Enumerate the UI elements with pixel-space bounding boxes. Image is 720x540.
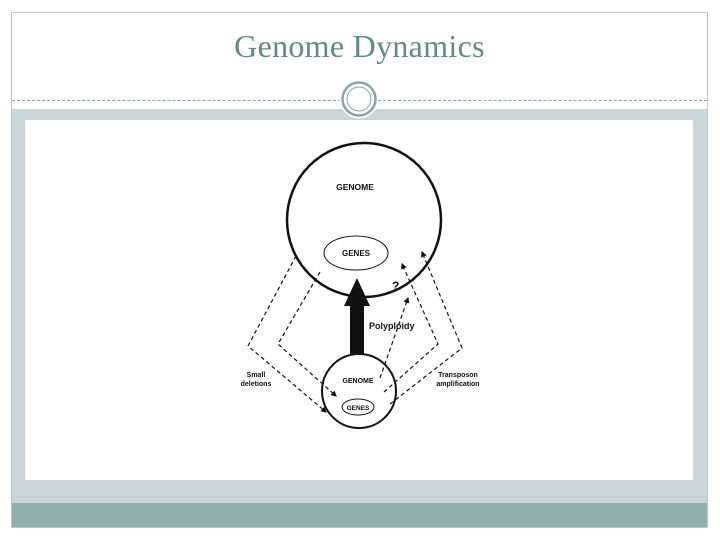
large-genome-circle [285,141,443,299]
large-genes-label: GENES [342,249,371,258]
small-genome-label: GENOME [342,378,373,385]
transposon-label-line1: Transposon [438,372,478,379]
transposon-amplification-paths [379,250,463,405]
polyploidy-arrow-head [344,278,370,306]
small-deletions-paths [247,255,337,413]
slide-title: Genome Dynamics [234,28,485,64]
small-genome-circle [321,353,397,429]
footer-band [12,503,707,527]
small-deletions-label-line1: Small [247,372,266,379]
question-mark: ? [392,279,399,293]
large-genome-label: GENOME [336,182,374,192]
small-genes-label: GENES [347,405,370,412]
small-deletions-label-line2: deletions [241,381,272,388]
circle-ornament-icon [339,79,379,119]
transposon-label-line2: amplification [436,381,479,388]
small-genes-ellipse [341,398,375,416]
large-genes-ellipse [323,235,389,271]
polyploidy-label: Polyploidy [369,321,415,331]
